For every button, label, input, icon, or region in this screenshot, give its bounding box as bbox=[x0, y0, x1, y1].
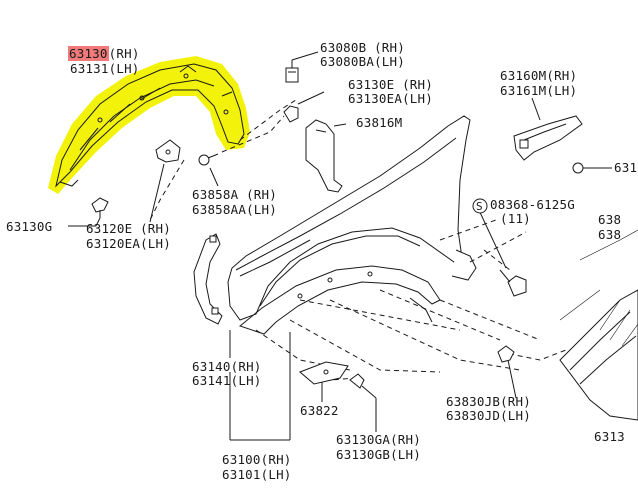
label-63120ea-lh: 63120EA(LH) bbox=[86, 236, 171, 251]
label-63130-rh: 63130(RH) bbox=[68, 46, 140, 61]
label-08368-qty: (11) bbox=[500, 211, 531, 226]
label-63830jb-rh: 63830JB(RH) bbox=[446, 394, 531, 409]
fender-bracket-63140 bbox=[193, 233, 223, 325]
label-638-b: 638 bbox=[598, 227, 622, 242]
leader-lines bbox=[68, 51, 541, 441]
splash-shield bbox=[238, 265, 441, 335]
seal-63816m bbox=[305, 119, 343, 193]
bracket-63120e bbox=[155, 139, 181, 163]
label-63120e-rh: 63120E (RH) bbox=[86, 221, 171, 236]
label-63161m-lh: 63161M(LH) bbox=[500, 83, 578, 98]
label-63131-lh: 63131(LH) bbox=[70, 61, 140, 76]
label-63080b-rh: 63080B (RH) bbox=[320, 40, 405, 55]
adjacent-panel bbox=[559, 289, 638, 421]
label-63141-lh: 63141(LH) bbox=[192, 373, 262, 388]
fender-protector-highlight bbox=[48, 56, 250, 194]
screw-08368 bbox=[499, 269, 527, 297]
label-63130gb-lh: 63130GB(LH) bbox=[336, 447, 421, 462]
clip-63130g bbox=[91, 197, 109, 218]
adjacent-panel-shade bbox=[559, 229, 638, 347]
label-63160m-rh: 63160M(RH) bbox=[500, 68, 578, 83]
label-638-a: 638 bbox=[598, 212, 622, 227]
label-63130ea-lh: 63130EA(LH) bbox=[348, 91, 433, 106]
bracket-63822 bbox=[299, 361, 349, 385]
label-08368: 08368-6125G bbox=[490, 197, 575, 212]
label-63130-side: (RH) bbox=[108, 46, 140, 61]
clip-63080b bbox=[285, 67, 299, 83]
label-63822: 63822 bbox=[300, 403, 339, 418]
screw-631-right bbox=[572, 162, 612, 174]
label-63816m: 63816M bbox=[356, 115, 403, 130]
label-63080ba-lh: 63080BA(LH) bbox=[320, 54, 405, 69]
clip-63130e bbox=[283, 105, 299, 123]
standard-part-symbol-letter: S bbox=[476, 200, 483, 213]
clip-63130ga bbox=[349, 373, 365, 389]
label-63130ga-rh: 63130GA(RH) bbox=[336, 432, 421, 447]
label-63830jd-lh: 63830JD(LH) bbox=[446, 408, 531, 423]
label-63858a-rh: 63858A (RH) bbox=[192, 187, 277, 202]
label-63101-lh: 63101(LH) bbox=[222, 467, 292, 482]
label-63100-rh: 63100(RH) bbox=[222, 452, 292, 467]
molding-63160m bbox=[513, 115, 583, 161]
label-631-right: 631 bbox=[614, 160, 638, 175]
clip-63830jb bbox=[497, 345, 515, 363]
label-6313-bottom: 6313 bbox=[594, 429, 625, 444]
standard-part-symbol bbox=[472, 198, 488, 214]
label-63130g: 63130G bbox=[6, 219, 53, 234]
label-63130e-rh: 63130E (RH) bbox=[348, 77, 433, 92]
highlighted-part-code: 63130 bbox=[68, 46, 109, 61]
label-63140-rh: 63140(RH) bbox=[192, 359, 262, 374]
label-63858aa-lh: 63858AA(LH) bbox=[192, 202, 277, 217]
screw-63858a bbox=[198, 153, 219, 166]
front-fender bbox=[227, 115, 477, 321]
